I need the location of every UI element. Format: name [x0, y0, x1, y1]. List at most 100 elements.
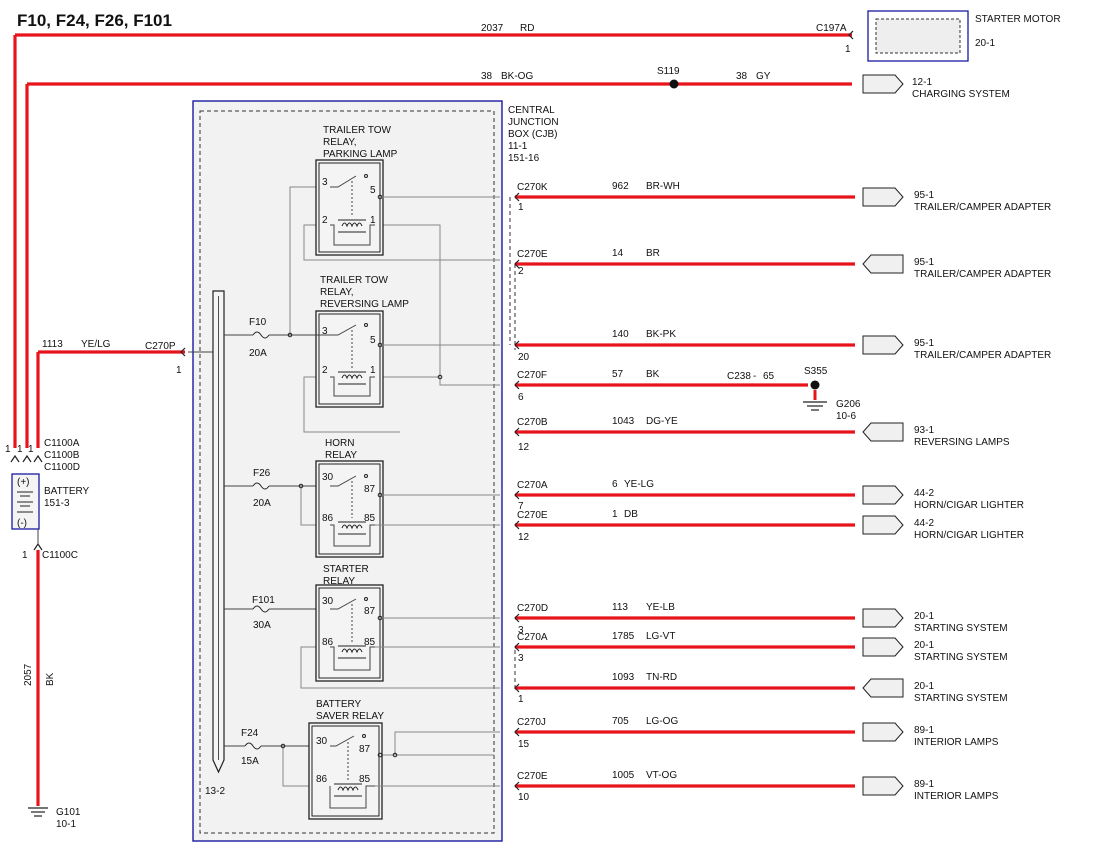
svg-text:BATTERY: BATTERY [316, 699, 362, 710]
relay-battery-saver: BATTERY SAVER RELAY 30 87 86 85 [308, 699, 500, 820]
circuit-connector: C270B [517, 417, 548, 428]
svg-text:3: 3 [322, 326, 328, 337]
circuit-wire-color: BR [646, 248, 660, 259]
circuit-dest-ref: 95-1 [914, 190, 934, 201]
circuit-wire-number: 705 [612, 716, 629, 727]
svg-text:RELAY,: RELAY, [320, 287, 354, 298]
svg-text:F26: F26 [253, 468, 271, 479]
svg-text:C197A: C197A [816, 23, 847, 34]
svg-text:30A: 30A [253, 620, 271, 631]
svg-text:GY: GY [756, 71, 771, 82]
svg-text:C238: C238 [727, 371, 751, 382]
svg-text:86: 86 [322, 513, 334, 524]
svg-text:TRAILER TOW: TRAILER TOW [320, 275, 389, 286]
starter-motor-circuit: 2037 RD C197A 1 STARTER MOTOR 20-1 [13, 10, 1061, 448]
circuit-wire-color: TN-RD [646, 672, 677, 683]
svg-text:1: 1 [17, 444, 23, 455]
destination-connector-icon [862, 254, 904, 274]
circuit-wire-number: 1005 [612, 770, 635, 781]
circuit-pin: 20 [518, 352, 530, 363]
connector-pin-icon [514, 427, 520, 437]
svg-text:F10: F10 [249, 317, 267, 328]
destination-connector-icon [862, 485, 904, 505]
circuit-dest-ref: 44-2 [914, 518, 934, 529]
svg-text:C1100D: C1100D [44, 462, 80, 473]
circuit-wire-number: 140 [612, 329, 629, 340]
circuit-pin: 6 [518, 392, 524, 403]
svg-text:10-6: 10-6 [836, 411, 856, 422]
circuit-wire-color: BR-WH [646, 181, 680, 192]
destination-connector-icon [862, 678, 904, 698]
svg-text:2: 2 [322, 215, 328, 226]
circuit-wire-color: BK [646, 369, 660, 380]
splice-s119 [669, 79, 679, 89]
svg-text:(-): (-) [17, 518, 27, 529]
destination-connector-icon [862, 515, 904, 535]
svg-text:38: 38 [481, 71, 493, 82]
connector-pin-icon [514, 613, 520, 623]
svg-text:BK-OG: BK-OG [501, 71, 533, 82]
circuit-dest-ref: 20-1 [914, 681, 934, 692]
svg-text:BK: BK [45, 672, 56, 686]
circuit-connector: C270J [517, 717, 546, 728]
svg-text:13-2: 13-2 [205, 786, 225, 797]
circuit-dest-name: INTERIOR LAMPS [914, 737, 999, 748]
connector-pin-icon [514, 520, 520, 530]
svg-text:STARTER: STARTER [323, 564, 369, 575]
circuit-pin: 12 [518, 532, 530, 543]
svg-text:YE/LG: YE/LG [81, 339, 111, 350]
svg-text:S119: S119 [657, 66, 680, 77]
circuit-dest-name: INTERIOR LAMPS [914, 791, 999, 802]
battery: 1 1 1 C1100A C1100B C1100D (+) (-) BATTE… [5, 438, 90, 830]
svg-text:TRAILER TOW: TRAILER TOW [323, 125, 392, 136]
circuit-pin: 1 [518, 694, 524, 705]
svg-text:RELAY: RELAY [325, 450, 357, 461]
relay-trailer-parking: TRAILER TOW RELAY, PARKING LAMP 3 5 2 1 [315, 125, 500, 256]
svg-text:87: 87 [364, 606, 376, 617]
svg-text:86: 86 [316, 774, 328, 785]
svg-text:BATTERY: BATTERY [44, 486, 90, 497]
svg-text:1: 1 [22, 550, 28, 561]
connector-pin-icon [514, 490, 520, 500]
circuit-dest-name: HORN/CIGAR LIGHTER [914, 530, 1024, 541]
svg-text:CHARGING SYSTEM: CHARGING SYSTEM [912, 89, 1010, 100]
charging-circuit: 38 BK-OG S119 38 GY 12-1 CHARGING SYSTEM [25, 66, 1010, 448]
svg-text:F101: F101 [252, 595, 275, 606]
circuit-wire-color: DB [624, 509, 638, 520]
circuit-dest-ref: 89-1 [914, 725, 934, 736]
circuit-wire-number: 962 [612, 181, 629, 192]
circuit-dest-name: REVERSING LAMPS [914, 437, 1010, 448]
circuit-wire-number: 1785 [612, 631, 635, 642]
circuit-dest-name: TRAILER/CAMPER ADAPTER [914, 269, 1051, 280]
circuit-dest-ref: 93-1 [914, 425, 934, 436]
svg-text:F24: F24 [241, 728, 259, 739]
svg-text:2037: 2037 [481, 23, 504, 34]
bus-bar: 13-2 [205, 290, 225, 797]
svg-text:1: 1 [370, 365, 376, 376]
svg-text:SAVER RELAY: SAVER RELAY [316, 711, 384, 722]
circuit-pin: 3 [518, 625, 524, 636]
circuit-wire-color: VT-OG [646, 770, 677, 781]
svg-text:1: 1 [5, 444, 11, 455]
svg-text:5: 5 [370, 335, 376, 346]
svg-text:BOX (CJB): BOX (CJB) [508, 129, 557, 140]
connector-pin-icon [514, 259, 520, 269]
svg-text:10-1: 10-1 [56, 819, 76, 830]
starter-motor-name: STARTER MOTOR [975, 14, 1061, 25]
cjb-feed-circuit: 1113 YE/LG C270P 1 [36, 339, 213, 448]
circuit-pin: 3 [518, 653, 524, 664]
circuit-connector: C270A [517, 632, 548, 643]
svg-text:20A: 20A [253, 498, 271, 509]
circuit-dest-ref: 95-1 [914, 257, 934, 268]
svg-text:1: 1 [845, 44, 851, 55]
circuit-dest-name: TRAILER/CAMPER ADAPTER [914, 202, 1051, 213]
cjb-label: CENTRAL JUNCTION BOX (CJB) 11-1 151-16 [508, 105, 559, 164]
svg-text:151-3: 151-3 [44, 498, 70, 509]
connector-pin-icon [514, 781, 520, 791]
connector-pin-icon [514, 727, 520, 737]
svg-text:(+): (+) [17, 477, 30, 488]
circuit-dest-name: STARTING SYSTEM [914, 623, 1008, 634]
svg-text:S355: S355 [804, 366, 828, 377]
